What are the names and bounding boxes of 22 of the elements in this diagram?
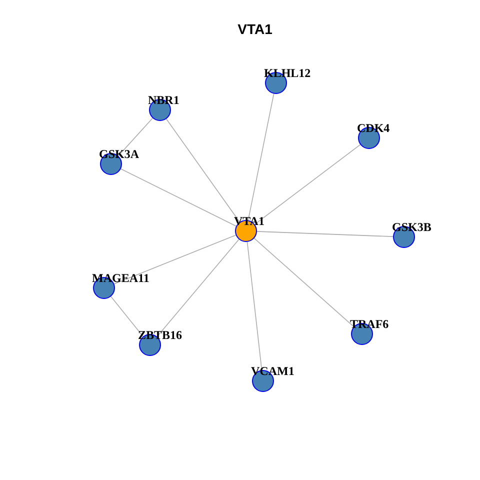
node-label: ZBTB16 bbox=[138, 328, 182, 342]
connector-line bbox=[156, 239, 240, 337]
node-label: VCAM1 bbox=[251, 364, 294, 378]
node-label: TRAF6 bbox=[350, 317, 389, 331]
node-label: KLHL12 bbox=[264, 66, 311, 80]
connector-line bbox=[166, 118, 240, 222]
node-label: CDK4 bbox=[357, 121, 390, 135]
node-label: GSK3B bbox=[392, 220, 432, 234]
connector-line bbox=[118, 118, 154, 156]
node-label: GSK3A bbox=[99, 147, 140, 161]
node-label: MAGEA11 bbox=[92, 271, 150, 285]
connector-line bbox=[110, 296, 144, 337]
connector-line bbox=[248, 93, 274, 221]
connector-line bbox=[246, 242, 262, 370]
connector-line bbox=[120, 168, 237, 227]
connector-line bbox=[254, 238, 354, 328]
connector-line bbox=[254, 144, 361, 225]
chart-title: VTA1 bbox=[236, 21, 274, 37]
node-label: VTA1 bbox=[234, 214, 264, 228]
connector-line bbox=[114, 234, 236, 284]
connector-line bbox=[256, 231, 394, 237]
node-label: NBR1 bbox=[148, 93, 180, 107]
